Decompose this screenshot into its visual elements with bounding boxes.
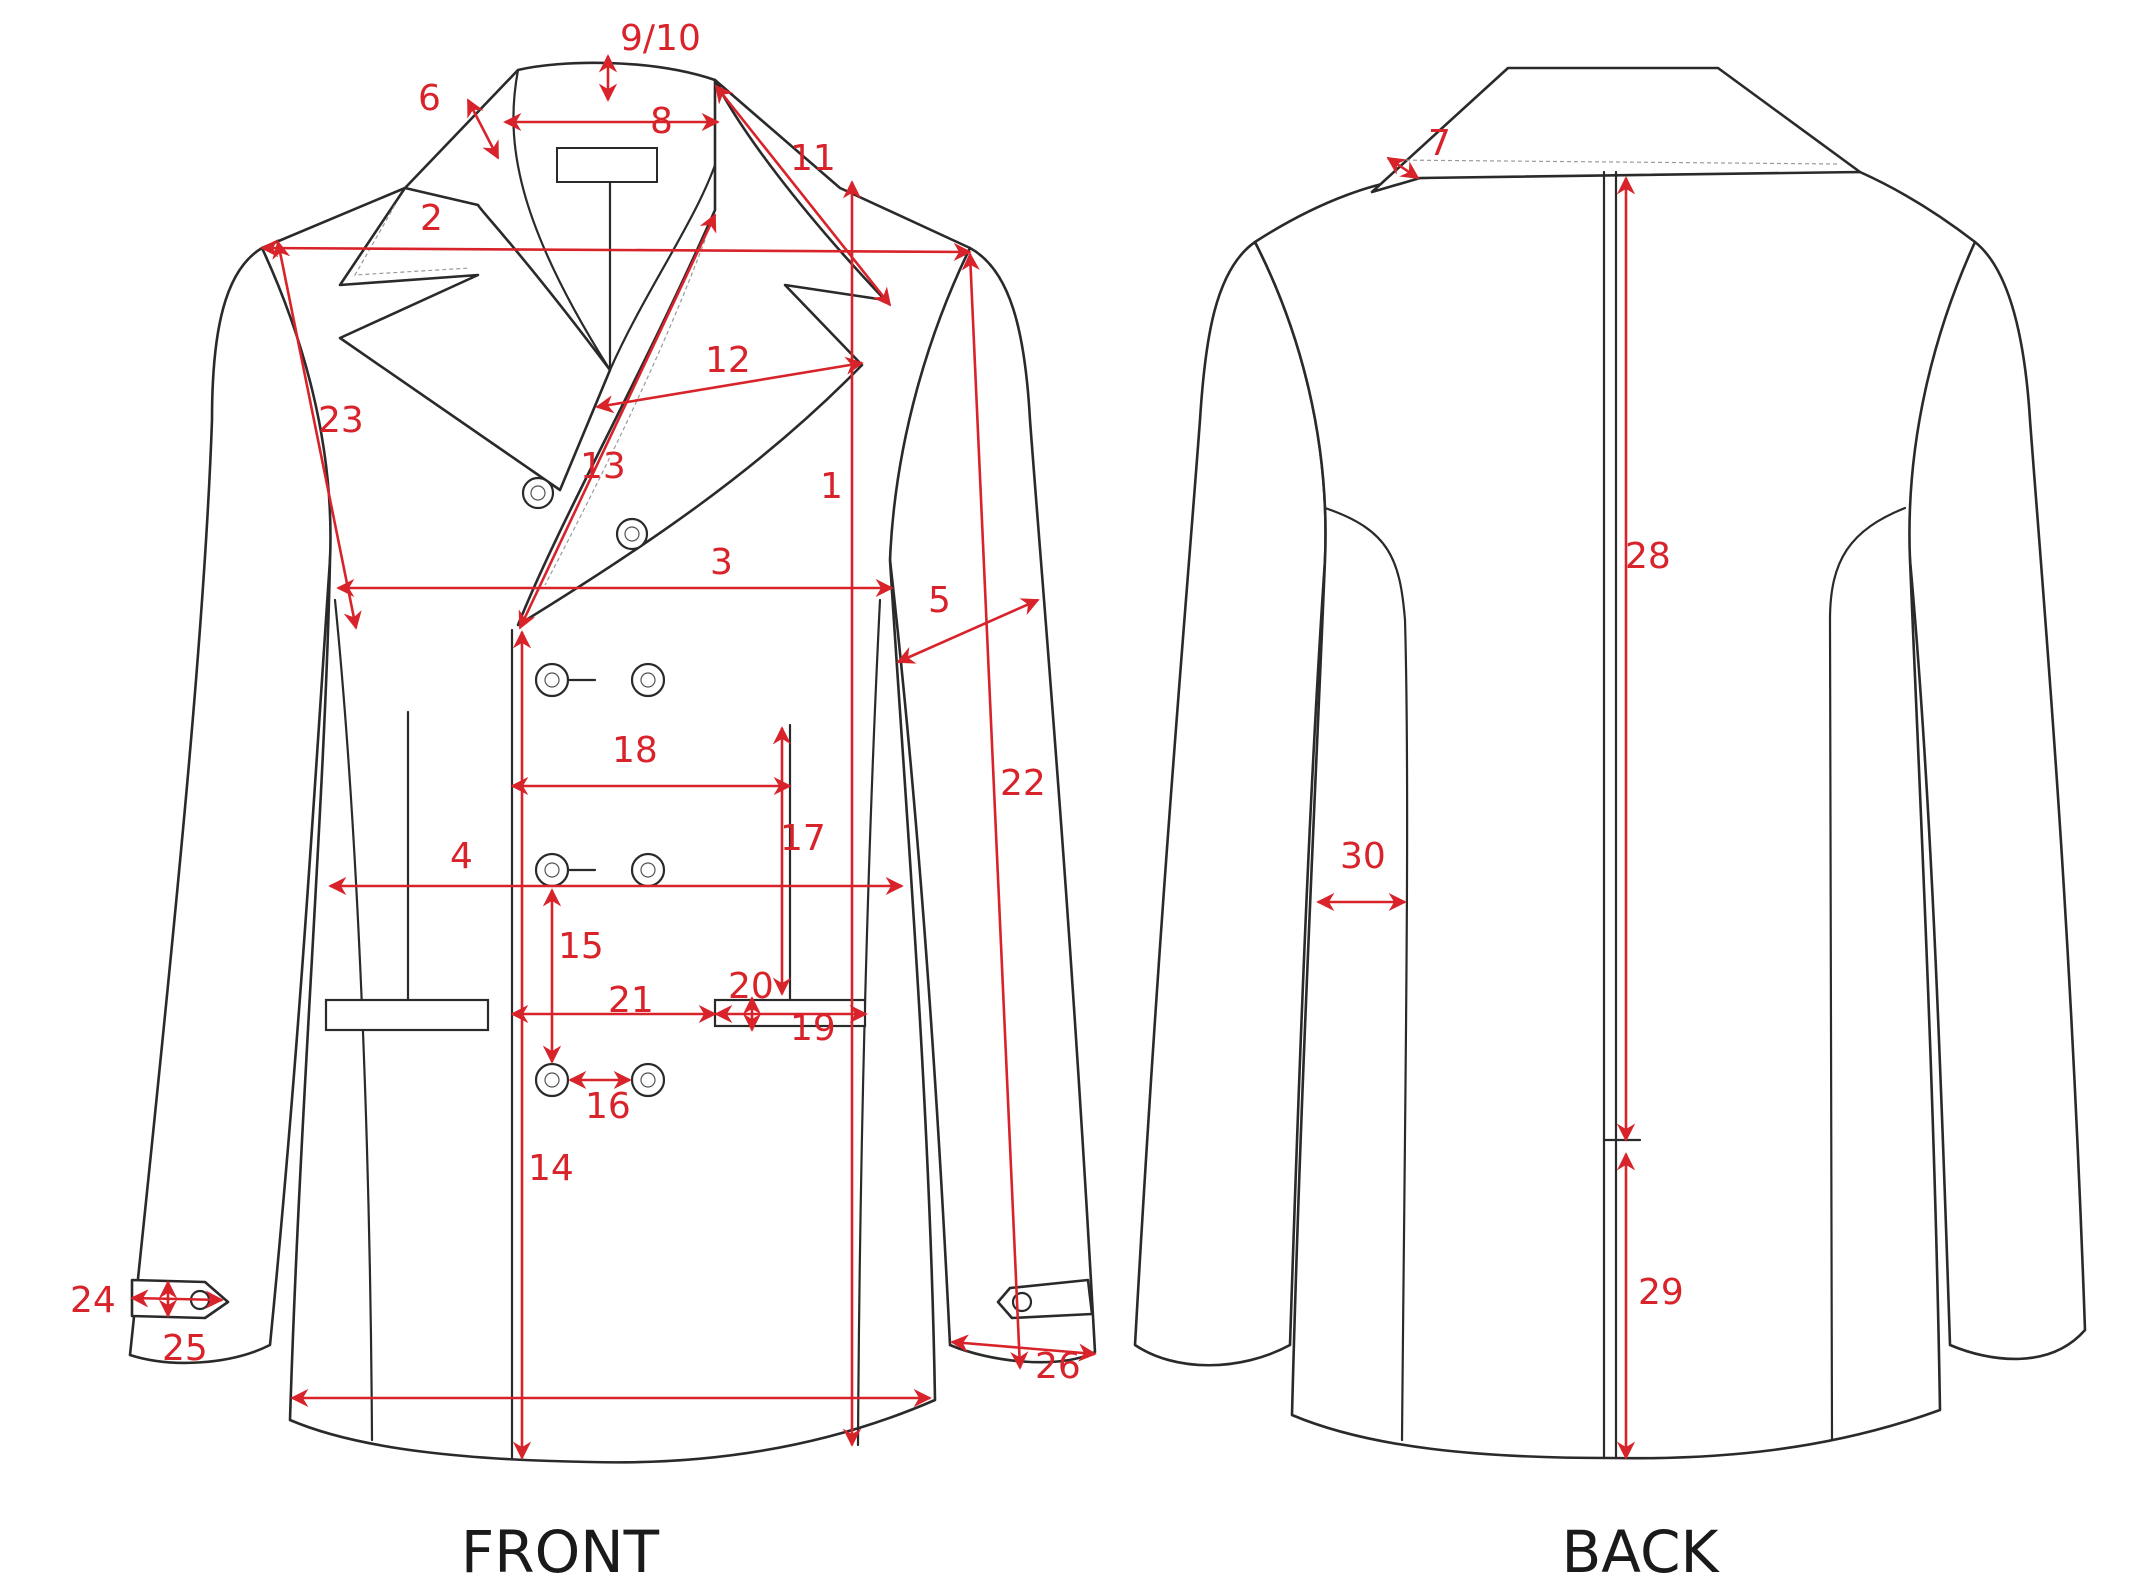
label-m26: 26 [1035,1346,1081,1387]
label-m2: 2 [420,198,443,239]
arrow-m7 [1386,156,1420,180]
label-m5: 5 [928,580,951,621]
back-view-label: BACK [1562,1518,1721,1586]
label-m4: 4 [450,836,473,877]
label-m6: 6 [418,78,441,119]
label-m11: 11 [790,138,836,179]
label-m7: 7 [1428,123,1451,164]
label-m19: 19 [790,1008,836,1049]
arrow-m13 [518,213,717,630]
label-m13: 13 [580,446,626,487]
label-m16: 16 [585,1086,631,1127]
label-m24: 24 [70,1280,116,1321]
back-collar [1370,66,1862,194]
label-m29: 29 [1638,1272,1684,1313]
arrow-m25 [130,1289,224,1309]
arrow-m6 [466,98,500,160]
label-m14: 14 [528,1148,574,1189]
label-m3: 3 [710,542,733,583]
label-m9: 9/10 [620,18,701,59]
front-view-label: FRONT [461,1518,660,1586]
arrow-m22 [961,252,1029,1370]
back-left-sleeve [1133,240,1327,1367]
label-m25: 25 [162,1328,208,1369]
neck-label [556,147,658,183]
arrow-m26 [950,1334,1097,1362]
label-m8: 8 [650,101,673,142]
measurement-arrows [130,54,1636,1460]
label-m21: 21 [608,980,654,1021]
arrow-m11 [714,84,892,307]
label-m18: 18 [612,730,658,771]
back-view [1133,66,2087,1460]
label-m20: 20 [728,966,774,1007]
label-m17: 17 [780,818,826,859]
arrow-m23 [272,240,362,630]
label-m30: 30 [1340,836,1386,877]
left-pocket-flap [324,998,490,1032]
label-m28: 28 [1625,536,1671,577]
label-m23: 23 [318,400,364,441]
label-m22: 22 [1000,763,1046,804]
label-m15: 15 [558,926,604,967]
measurement-labels: 1 2 3 4 5 6 7 8 9/10 11 12 13 14 15 16 1… [70,18,1684,1387]
label-m12: 12 [705,340,751,381]
label-m1: 1 [820,466,843,507]
